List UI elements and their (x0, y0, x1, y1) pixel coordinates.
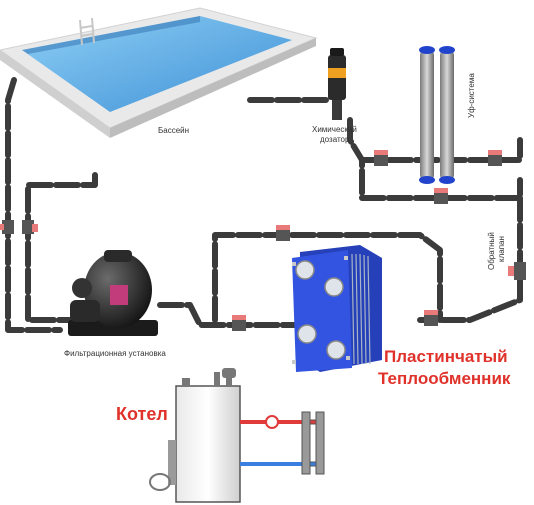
boiler-cold-line (240, 462, 302, 466)
pool: Бассейн (0, 7, 318, 138)
filter-valve-head (104, 250, 132, 262)
uv-lamp-1 (420, 50, 434, 180)
pipe-left-outer (5, 77, 63, 333)
valve-exchanger-in (232, 315, 246, 331)
valve-uv-left (374, 150, 388, 166)
exchanger-label-2: Теплообменник (378, 369, 511, 388)
uv-cap-top-1 (419, 46, 435, 54)
boiler-hot-line (240, 415, 302, 429)
valve-exchanger-top (276, 225, 290, 241)
valves: Обратный клапан (0, 150, 526, 331)
exchanger-port-bottom-right (326, 340, 346, 360)
exchanger-bolts (292, 256, 350, 364)
exchanger-port-bottom-left (297, 324, 317, 344)
filter-base (68, 320, 158, 336)
check-valve-label-1: Обратный (487, 232, 496, 270)
boiler-left-pipe (168, 440, 176, 485)
pool-deck-side (0, 50, 110, 138)
filter-pump (70, 300, 100, 322)
pool-label: Бассейн (158, 126, 189, 135)
uv-lamp-2 (440, 50, 454, 180)
filtration-unit: Фильтрационная установка (64, 250, 166, 358)
boiler-manifold (301, 411, 325, 475)
chem-doser-label-2: дозатор (320, 135, 350, 144)
pool-ladder (79, 17, 95, 46)
chemical-doser: Химический дозатор (312, 48, 357, 144)
boiler-body (175, 385, 241, 503)
check-valve (508, 262, 526, 280)
boiler: Котел (116, 368, 325, 503)
pipe-right-riser (417, 195, 523, 323)
boiler-pump (265, 415, 279, 429)
valve-left-1 (0, 220, 14, 234)
uv-cap-bottom-2 (439, 176, 455, 184)
uv-cap-top-2 (439, 46, 455, 54)
boiler-top-fittings (182, 368, 236, 386)
uv-system: Уф-система (419, 46, 476, 184)
valve-uv-right (488, 150, 502, 166)
pool-wall (22, 16, 200, 54)
pipe-uv-bypass (359, 137, 523, 163)
filter-label-plate (110, 285, 128, 305)
pipe-network (5, 77, 523, 333)
valve-left-2 (22, 220, 38, 234)
filtration-label: Фильтрационная установка (64, 349, 166, 358)
pipe-exchanger-bypass (212, 232, 443, 323)
boiler-burner (149, 473, 171, 491)
boiler-label: Котел (116, 404, 168, 424)
pipe-filter-to-exchanger (157, 302, 303, 328)
filter-pump-motor (72, 278, 92, 298)
doser-cap (330, 48, 344, 56)
chem-doser-label-1: Химический (312, 125, 357, 134)
uv-system-label: Уф-система (467, 73, 476, 118)
check-valve-label-2: клапан (497, 236, 506, 262)
pipe-left-inner (25, 172, 98, 323)
doser-base (332, 100, 342, 120)
plate-heat-exchanger: Пластинчатый Теплообменник (292, 245, 511, 388)
exchanger-label-1: Пластинчатый (384, 347, 508, 366)
exchanger-port-top-right (324, 277, 344, 297)
exchanger-plates (351, 253, 371, 365)
doser-band (328, 68, 346, 78)
valve-exchanger-out (424, 310, 438, 326)
valve-uv-bottom (434, 188, 448, 204)
exchanger-ports (295, 260, 346, 360)
pool-deck-front (110, 38, 316, 138)
uv-cap-bottom-1 (419, 176, 435, 184)
exchanger-port-top-left (295, 260, 315, 280)
